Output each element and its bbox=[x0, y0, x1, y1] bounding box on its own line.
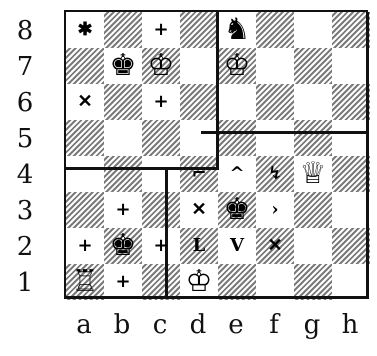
rank-label: 1 bbox=[2, 270, 48, 296]
square-c1 bbox=[142, 264, 180, 300]
move-mark: + bbox=[142, 12, 180, 48]
square-b8 bbox=[104, 12, 142, 48]
square-a7 bbox=[66, 48, 104, 84]
white-queen-icon: ♕ bbox=[294, 156, 332, 192]
square-h1 bbox=[332, 264, 370, 300]
square-e5 bbox=[218, 120, 256, 156]
file-label: e bbox=[218, 312, 254, 338]
move-mark: + bbox=[104, 192, 142, 228]
white-king-icon: ♔ bbox=[218, 48, 256, 84]
move-mark: + bbox=[142, 84, 180, 120]
black-king-icon: ♚ bbox=[104, 48, 142, 84]
move-mark: ⌐ bbox=[180, 156, 218, 192]
file-label: g bbox=[294, 312, 330, 338]
square-a5 bbox=[66, 120, 104, 156]
square-f8 bbox=[256, 12, 294, 48]
rank-label: 3 bbox=[2, 198, 48, 224]
square-h2 bbox=[332, 228, 370, 264]
square-h8 bbox=[332, 12, 370, 48]
white-rook-icon: ♖ bbox=[66, 264, 104, 300]
square-h7 bbox=[332, 48, 370, 84]
move-mark: ✱ bbox=[66, 12, 104, 48]
square-h3 bbox=[332, 192, 370, 228]
square-g2 bbox=[294, 228, 332, 264]
black-king-icon: ♚ bbox=[104, 228, 142, 264]
move-mark: › bbox=[256, 192, 294, 228]
square-a4 bbox=[66, 156, 104, 192]
square-g5 bbox=[294, 120, 332, 156]
rank-label: 7 bbox=[2, 54, 48, 80]
rank-label: 8 bbox=[2, 18, 48, 44]
move-mark: V bbox=[218, 228, 256, 264]
rank-label: 5 bbox=[2, 126, 48, 152]
square-d5 bbox=[180, 120, 218, 156]
move-mark: ^ bbox=[218, 156, 256, 192]
square-f5 bbox=[256, 120, 294, 156]
move-mark: ✕ bbox=[256, 228, 294, 264]
square-d6 bbox=[180, 84, 218, 120]
square-d8 bbox=[180, 12, 218, 48]
square-b6 bbox=[104, 84, 142, 120]
file-label: d bbox=[180, 312, 216, 338]
square-c5 bbox=[142, 120, 180, 156]
square-d7 bbox=[180, 48, 218, 84]
square-f1 bbox=[256, 264, 294, 300]
square-g6 bbox=[294, 84, 332, 120]
file-label: b bbox=[104, 312, 140, 338]
black-knight-icon: ♞ bbox=[218, 12, 256, 48]
move-mark: L bbox=[180, 228, 218, 264]
rank-label: 2 bbox=[2, 234, 48, 260]
square-a3 bbox=[66, 192, 104, 228]
square-f7 bbox=[256, 48, 294, 84]
move-mark: + bbox=[66, 228, 104, 264]
square-g8 bbox=[294, 12, 332, 48]
file-label: a bbox=[66, 312, 102, 338]
square-e1 bbox=[218, 264, 256, 300]
white-king-icon: ♔ bbox=[180, 264, 218, 300]
square-b4 bbox=[104, 156, 142, 192]
square-c4 bbox=[142, 156, 180, 192]
file-label: h bbox=[332, 312, 368, 338]
square-e6 bbox=[218, 84, 256, 120]
white-king-icon: ♔ bbox=[142, 48, 180, 84]
file-label: c bbox=[142, 312, 178, 338]
rank-label: 6 bbox=[2, 90, 48, 116]
move-mark: ✕ bbox=[180, 192, 218, 228]
file-label: f bbox=[256, 312, 292, 338]
square-f6 bbox=[256, 84, 294, 120]
move-mark: ✕ bbox=[66, 84, 104, 120]
square-h4 bbox=[332, 156, 370, 192]
square-b5 bbox=[104, 120, 142, 156]
black-king-icon: ♚ bbox=[218, 192, 256, 228]
square-h6 bbox=[332, 84, 370, 120]
square-g1 bbox=[294, 264, 332, 300]
square-g3 bbox=[294, 192, 332, 228]
move-mark: + bbox=[104, 264, 142, 300]
rank-label: 4 bbox=[2, 162, 48, 188]
square-h5 bbox=[332, 120, 370, 156]
move-mark: ↯ bbox=[256, 156, 294, 192]
square-c3 bbox=[142, 192, 180, 228]
move-mark: + bbox=[142, 228, 180, 264]
square-g7 bbox=[294, 48, 332, 84]
